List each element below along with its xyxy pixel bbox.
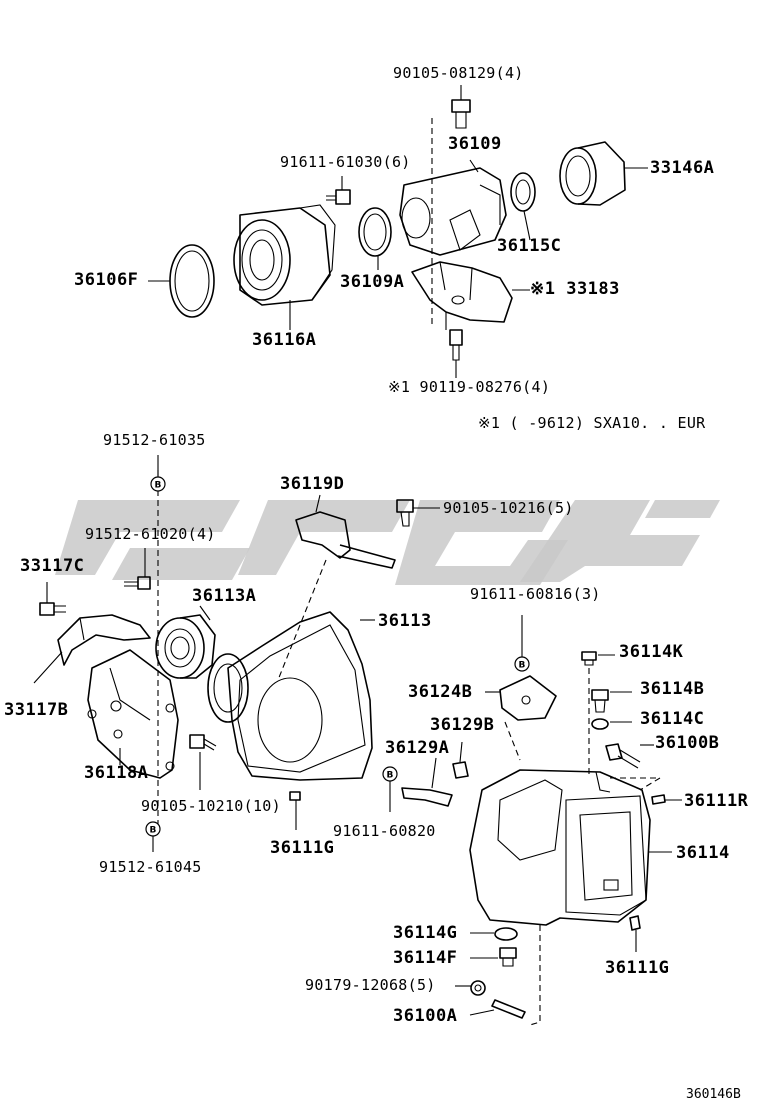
label-91512-61020: 91512-61020(4) bbox=[85, 525, 216, 543]
housing-36116A bbox=[233, 204, 336, 306]
label-36114K: 36114K bbox=[619, 642, 684, 662]
svg-text:B: B bbox=[155, 481, 162, 491]
illustration-reference-code: 360146B bbox=[686, 1087, 741, 1102]
svg-text:B: B bbox=[387, 771, 394, 781]
label-36106F: 36106F bbox=[74, 270, 139, 290]
bolt-33117C bbox=[39, 602, 66, 616]
pin-36111G-right bbox=[629, 915, 641, 931]
bolt-marker-bottom: B bbox=[145, 821, 161, 837]
plug-36114B bbox=[591, 689, 609, 713]
label-91611-61030: 91611-61030(6) bbox=[280, 153, 411, 171]
label-33117C: 33117C bbox=[20, 556, 85, 576]
label-36119D: 36119D bbox=[280, 474, 345, 494]
shift-rod-36119D bbox=[295, 511, 396, 569]
label-36116A: 36116A bbox=[252, 330, 317, 350]
gearbox-case-36114 bbox=[469, 769, 651, 926]
bolt-90179-12068 bbox=[470, 980, 486, 996]
label-36115C: 36115C bbox=[497, 236, 562, 256]
label-36114C: 36114C bbox=[640, 709, 705, 729]
gasket-36109A bbox=[358, 207, 392, 257]
bolt-91611-61030 bbox=[326, 189, 351, 205]
label-36109A: 36109A bbox=[340, 272, 405, 292]
sleeve-33146A bbox=[559, 141, 626, 206]
label-36114: 36114 bbox=[676, 843, 730, 863]
label-36111R: 36111R bbox=[684, 791, 749, 811]
bolt-90105-10216 bbox=[396, 499, 414, 527]
label-33117B: 33117B bbox=[4, 700, 69, 720]
bolt-90119-08276 bbox=[449, 329, 463, 361]
gasket-36106F bbox=[169, 244, 215, 318]
label-36114B: 36114B bbox=[640, 679, 705, 699]
plug-36114F bbox=[499, 947, 517, 967]
stud-36100A bbox=[491, 999, 526, 1019]
bearing-36113A bbox=[155, 614, 216, 679]
pin-36111G-left bbox=[289, 791, 301, 801]
bolt-91512-61020 bbox=[124, 576, 151, 590]
bracket-33117B bbox=[57, 614, 151, 666]
bolt-marker-clip: B bbox=[382, 766, 398, 782]
label-36113: 36113 bbox=[378, 611, 432, 631]
transaxle-housing-36113 bbox=[207, 611, 373, 781]
label-36129A: 36129A bbox=[385, 738, 450, 758]
label-36111G-left: 36111G bbox=[270, 838, 335, 858]
label-90119-08276: ※1 90119-08276(4) bbox=[388, 378, 551, 396]
bracket-33183 bbox=[411, 261, 513, 330]
pin-36111R bbox=[651, 794, 666, 805]
label-36114F: 36114F bbox=[393, 948, 458, 968]
label-36124B: 36124B bbox=[408, 682, 473, 702]
label-91512-61035: 91512-61035 bbox=[103, 431, 206, 449]
bolt-marker-cover: B bbox=[514, 656, 530, 672]
label-36129B: 36129B bbox=[430, 715, 495, 735]
casing-36109 bbox=[399, 167, 507, 256]
svg-text:B: B bbox=[150, 826, 157, 836]
label-36100B: 36100B bbox=[655, 733, 720, 753]
washer-36114C bbox=[591, 718, 609, 730]
label-36118A: 36118A bbox=[84, 763, 149, 783]
label-36100A: 36100A bbox=[393, 1006, 458, 1026]
applicability-note: ※1 ( -9612) SXA10. . EUR bbox=[478, 414, 706, 432]
watermark-logo bbox=[55, 500, 720, 585]
label-91512-61045: 91512-61045 bbox=[99, 858, 202, 876]
plug-36114K bbox=[581, 651, 597, 666]
label-36113A: 36113A bbox=[192, 586, 257, 606]
label-36111G-right: 36111G bbox=[605, 958, 670, 978]
cap-36129B bbox=[452, 761, 469, 779]
label-90179-12068: 90179-12068(5) bbox=[305, 976, 436, 994]
cover-36118A bbox=[87, 649, 179, 779]
bolt-marker-top: B bbox=[150, 476, 166, 492]
bolt-90105-08129 bbox=[451, 99, 471, 129]
bolt-90105-10210 bbox=[189, 734, 217, 751]
label-36114G: 36114G bbox=[393, 923, 458, 943]
svg-text:B: B bbox=[519, 661, 526, 671]
bolt-36100B bbox=[605, 743, 641, 769]
label-36109: 36109 bbox=[448, 134, 502, 154]
label-90105-08129: 90105-08129(4) bbox=[393, 64, 524, 82]
label-91611-60816: 91611-60816(3) bbox=[470, 585, 601, 603]
label-91611-60820: 91611-60820 bbox=[333, 822, 436, 840]
clip-36129A bbox=[401, 787, 453, 807]
label-90105-10216: 90105-10216(5) bbox=[443, 499, 574, 517]
label-33183: ※1 33183 bbox=[530, 279, 620, 299]
seal-36115C bbox=[510, 172, 536, 212]
cover-36124B bbox=[499, 675, 557, 721]
label-90105-10210: 90105-10210(10) bbox=[141, 797, 281, 815]
label-33146A: 33146A bbox=[650, 158, 715, 178]
gasket-36114G bbox=[494, 927, 518, 941]
